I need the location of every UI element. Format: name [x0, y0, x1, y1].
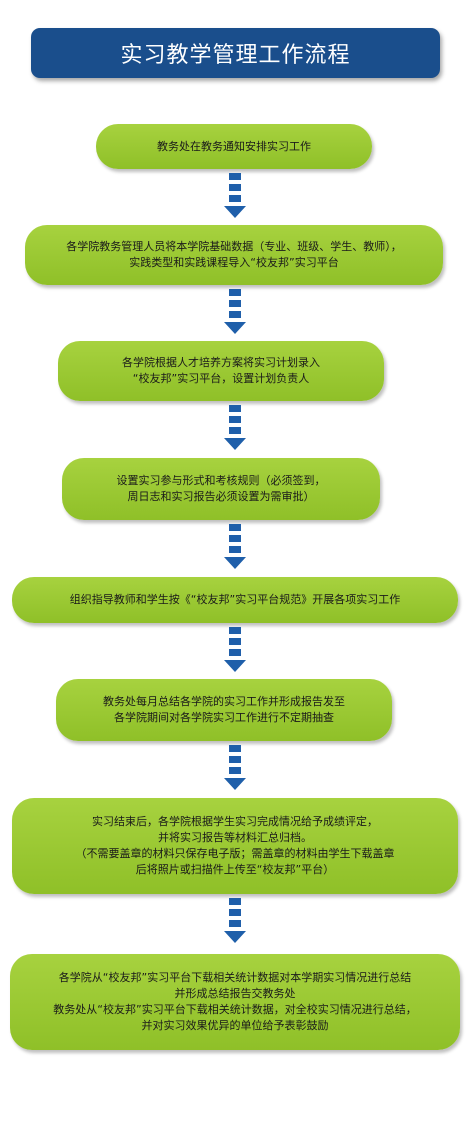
arrow-1 — [224, 173, 246, 218]
step-8-line-4: 并对实习效果优异的单位给予表彰鼓励 — [141, 1019, 329, 1032]
step-3-line-2: “校友邦”实习平台，设置计划负责人 — [132, 372, 310, 385]
flowchart-title: 实习教学管理工作流程 — [31, 28, 440, 78]
step-3-line-1: 各学院根据人才培养方案将实习计划录入 — [122, 356, 320, 369]
step-1-notify: 教务处在教务通知安排实习工作 — [96, 124, 372, 169]
step-7-line-2: 并将实习报告等材料汇总归档。 — [158, 831, 312, 844]
step-2-line-2: 实践类型和实践课程导入“校友邦”实习平台 — [129, 256, 339, 269]
step-2-line-1: 各学院教务管理人员将本学院基础数据（专业、班级、学生、教师）， — [66, 240, 402, 253]
step-6-monthly-summary: 教务处每月总结各学院的实习工作并形成报告发至 各学院期间对各学院实习工作进行不定… — [56, 679, 392, 741]
step-1-line-1: 教务处在教务通知安排实习工作 — [157, 139, 311, 153]
step-6-line-1: 教务处每月总结各学院的实习工作并形成报告发至 — [103, 695, 345, 708]
arrow-5 — [224, 627, 246, 672]
step-7-grading-archive: 实习结束后，各学院根据学生实习完成情况给予成绩评定， 并将实习报告等材料汇总归档… — [12, 798, 458, 894]
step-4-line-2: 周日志和实习报告必须设置为需审批） — [127, 490, 315, 503]
step-5-organize: 组织指导教师和学生按《“校友邦”实习平台规范》开展各项实习工作 — [12, 577, 458, 623]
arrow-2 — [224, 289, 246, 334]
step-7-line-1: 实习结束后，各学院根据学生实习完成情况给予成绩评定， — [92, 815, 378, 828]
arrow-3 — [224, 405, 246, 450]
arrow-7 — [224, 898, 246, 943]
step-2-import-data: 各学院教务管理人员将本学院基础数据（专业、班级、学生、教师）， 实践类型和实践课… — [25, 225, 443, 285]
step-8-line-1: 各学院从“校友邦”实习平台下载相关统计数据对本学期实习情况进行总结 — [58, 971, 412, 984]
step-4-set-rules: 设置实习参与形式和考核规则（必须签到， 周日志和实习报告必须设置为需审批） — [62, 458, 380, 520]
arrow-4 — [224, 524, 246, 569]
step-4-line-1: 设置实习参与形式和考核规则（必须签到， — [116, 474, 326, 487]
step-8-final-summary: 各学院从“校友邦”实习平台下载相关统计数据对本学期实习情况进行总结 并形成总结报… — [10, 954, 460, 1050]
step-7-line-4: 后将照片或扫描件上传至“校友邦”平台） — [135, 863, 335, 876]
step-8-line-3: 教务处从“校友邦”实习平台下载相关统计数据，对全校实习情况进行总结， — [53, 1003, 417, 1016]
step-3-enter-plan: 各学院根据人才培养方案将实习计划录入 “校友邦”实习平台，设置计划负责人 — [58, 341, 384, 401]
arrow-6 — [224, 745, 246, 790]
step-8-line-2: 并形成总结报告交教务处 — [174, 987, 296, 1000]
step-6-line-2: 各学院期间对各学院实习工作进行不定期抽查 — [114, 711, 334, 724]
step-7-line-3: （不需要盖章的材料只保存电子版；需盖章的材料由学生下载盖章 — [75, 847, 395, 860]
step-5-line-1: 组织指导教师和学生按《“校友邦”实习平台规范》开展各项实习工作 — [69, 593, 401, 606]
